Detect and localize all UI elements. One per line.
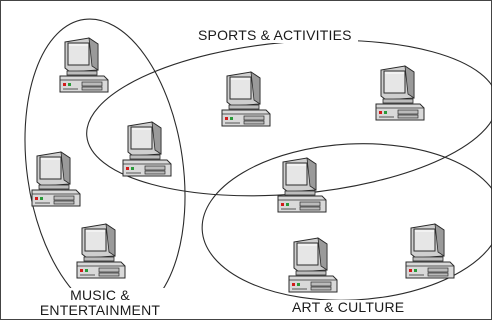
group-label-music-line1: MUSIC & (70, 287, 130, 303)
desktop-computer-icon (375, 65, 425, 121)
desktop-computer-icon (59, 37, 109, 93)
ellipse-art (201, 143, 492, 301)
desktop-computer-icon (288, 237, 338, 293)
group-label-music: MUSIC & ENTERTAINMENT (30, 288, 170, 318)
group-label-art: ART & CULTURE (288, 300, 409, 315)
desktop-computer-icon (31, 151, 81, 207)
desktop-computer-icon (122, 121, 172, 177)
desktop-computer-icon (405, 223, 455, 279)
desktop-computer-icon (76, 223, 126, 279)
group-label-music-line2: ENTERTAINMENT (39, 302, 161, 318)
desktop-computer-icon (277, 157, 327, 213)
group-label-sports: SPORTS & ACTIVITIES (192, 28, 358, 43)
desktop-computer-icon (221, 71, 271, 127)
